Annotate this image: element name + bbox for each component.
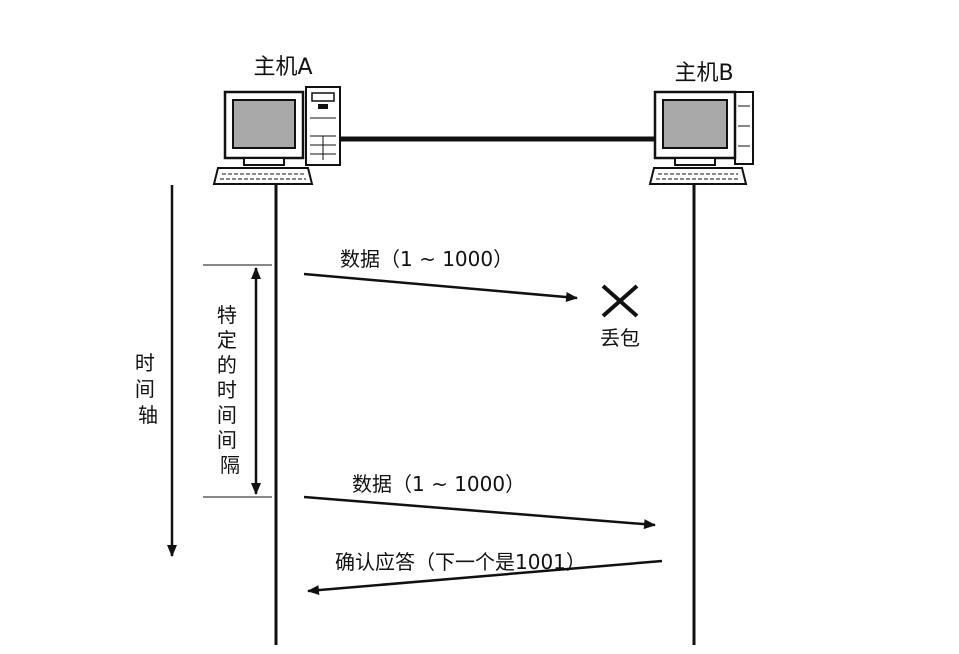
packet-loss-label: 丢包 — [600, 326, 640, 350]
host-a-computer-icon — [212, 86, 341, 185]
host-b-label: 主机B — [674, 61, 733, 86]
data-arrow-lost — [303, 272, 578, 303]
time-axis-label: 时 间 轴 — [135, 351, 161, 427]
data-label-lost: 数据（1 ~ 1000） — [340, 247, 513, 271]
data-arrow-retransmit — [303, 495, 656, 530]
data-label-retransmit: 数据（1 ~ 1000） — [352, 472, 525, 496]
ack-label: 确认应答（下一个是1001） — [335, 550, 586, 574]
x-mark-icon — [601, 284, 639, 318]
host-b-computer-icon — [648, 90, 754, 185]
ack-arrow — [307, 559, 663, 596]
interval-label: 特 定 的 时 间 间 隔 — [217, 303, 243, 477]
host-a-label: 主机A — [253, 55, 312, 80]
